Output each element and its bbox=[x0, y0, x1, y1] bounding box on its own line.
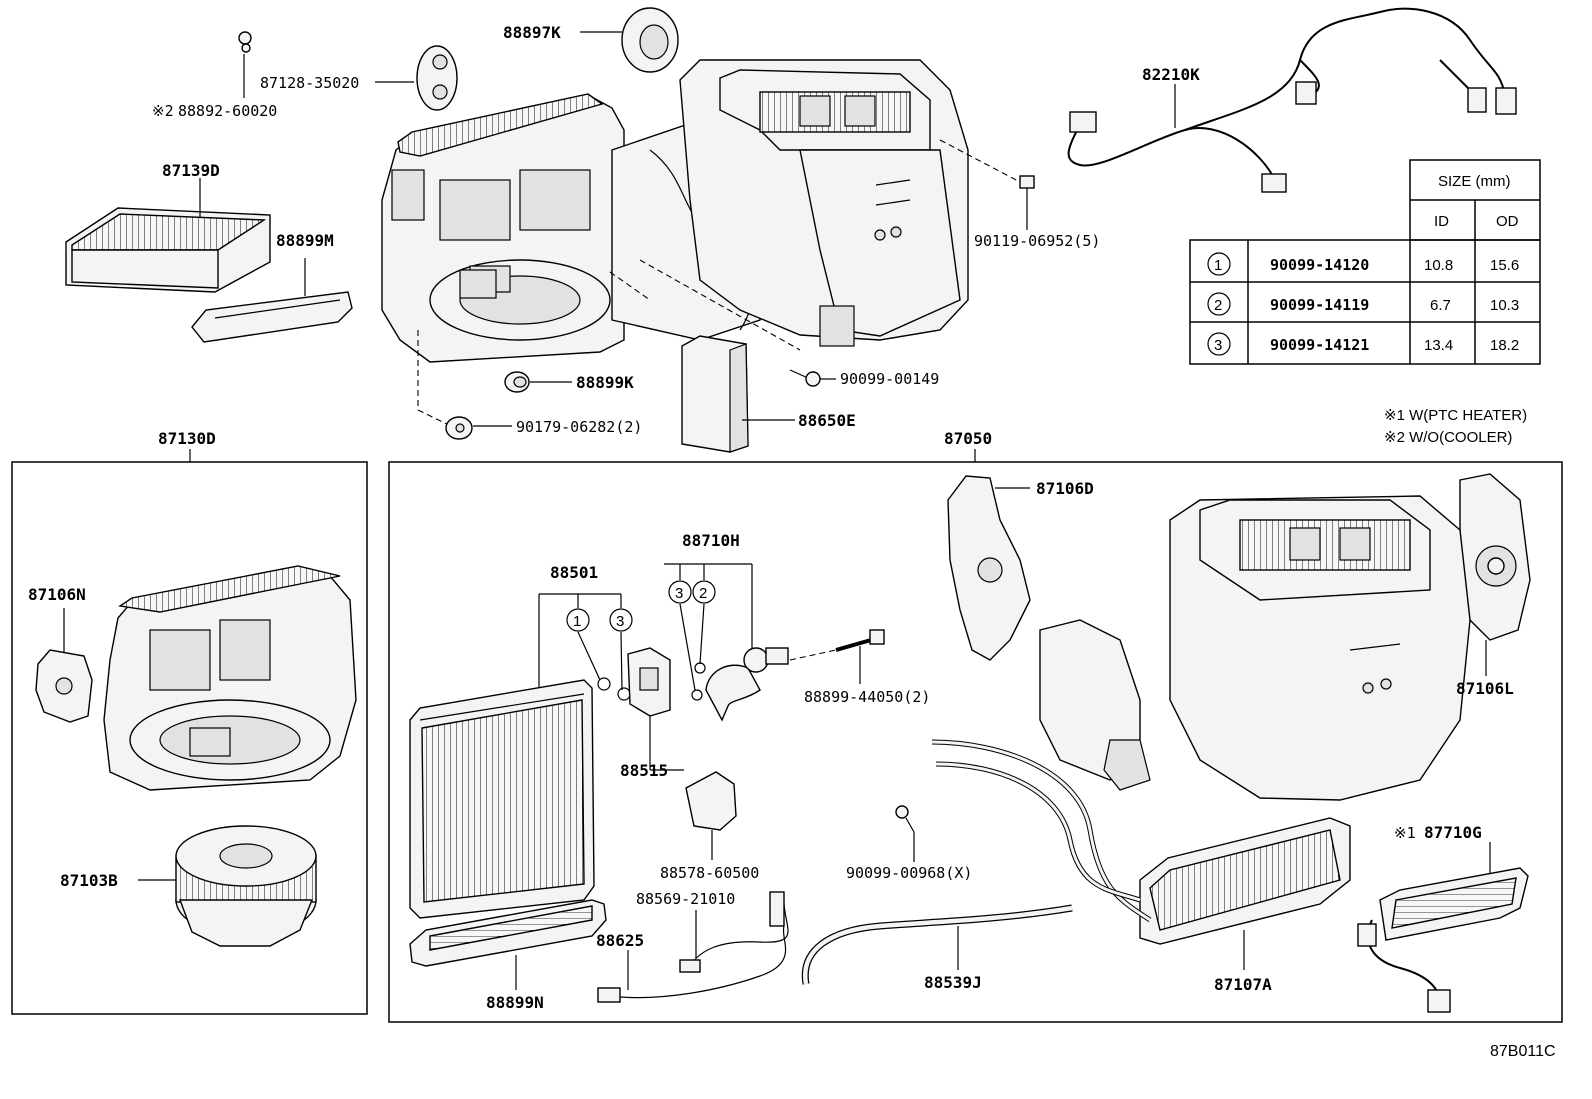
blower-motor-87103B bbox=[175, 825, 317, 947]
callout-circle-3-evap: 3 bbox=[609, 608, 633, 632]
label-90099-00149: 90099-00149 bbox=[840, 370, 939, 388]
label-88899M: 88899M bbox=[276, 231, 334, 250]
label-88625: 88625 bbox=[596, 931, 644, 950]
bolt-90119-06952 bbox=[1019, 175, 1035, 230]
svg-text:13.4: 13.4 bbox=[1424, 337, 1453, 354]
actuator-87106L bbox=[1459, 473, 1531, 641]
svg-text:90099-14119: 90099-14119 bbox=[1270, 296, 1369, 314]
label-87139D: 87139D bbox=[162, 161, 220, 180]
label-88569-21010: 88569-21010 bbox=[636, 890, 735, 908]
actuator-87106D bbox=[947, 475, 1031, 661]
svg-text:3: 3 bbox=[616, 613, 624, 630]
label-88897K: 88897K bbox=[503, 23, 561, 42]
svg-text:15.6: 15.6 bbox=[1490, 257, 1519, 274]
svg-text:90099-14120: 90099-14120 bbox=[1270, 256, 1369, 274]
table-title: SIZE (mm) bbox=[1438, 173, 1511, 190]
svg-text:10.8: 10.8 bbox=[1424, 257, 1453, 274]
svg-text:2: 2 bbox=[699, 585, 707, 602]
label-88578-60500: 88578-60500 bbox=[660, 864, 759, 882]
label-88899-44050: 88899-44050(2) bbox=[804, 688, 930, 706]
size-table: SIZE (mm) ID OD 1 90099-14120 10.8 15.6 … bbox=[1189, 159, 1541, 365]
table-header-od: OD bbox=[1496, 213, 1519, 230]
note-ptc-heater: ※1 W(PTC HEATER) bbox=[1384, 407, 1527, 424]
screw-90099-00149 bbox=[789, 369, 821, 387]
label-87107A: 87107A bbox=[1214, 975, 1272, 994]
label-90179-06282: 90179-06282(2) bbox=[516, 418, 642, 436]
heater-core-87107A bbox=[931, 739, 1351, 945]
label-88899K: 88899K bbox=[576, 373, 634, 392]
prefix-87710G: ※1 bbox=[1394, 824, 1416, 842]
grommet-87128-35020 bbox=[416, 45, 458, 111]
table-header-id: ID bbox=[1434, 213, 1449, 230]
svg-text:18.2: 18.2 bbox=[1490, 337, 1519, 354]
label-88539J: 88539J bbox=[924, 973, 982, 992]
label-88501: 88501 bbox=[550, 563, 598, 582]
ecu-88650E bbox=[681, 335, 749, 453]
prefix-88892-60020: ※2 bbox=[152, 102, 174, 120]
harness-82210K bbox=[1067, 7, 1517, 193]
label-88710H: 88710H bbox=[682, 531, 740, 550]
nut-90179-06282 bbox=[445, 416, 473, 440]
callout-circle-1-evap: 1 bbox=[566, 608, 590, 632]
label-87106D: 87106D bbox=[1036, 479, 1094, 498]
seal-88897K bbox=[621, 7, 679, 73]
pipe-88710H bbox=[705, 647, 789, 722]
cap-88899K bbox=[504, 371, 530, 393]
bolt-88899-44050 bbox=[835, 629, 885, 652]
bracket-88578-60500 bbox=[685, 771, 737, 831]
label-90119-06952: 90119-06952(5) bbox=[974, 232, 1100, 250]
svg-text:2: 2 bbox=[1214, 297, 1222, 314]
diagram-code: 87B011C bbox=[1490, 1043, 1556, 1060]
hose-88539J bbox=[801, 904, 1073, 985]
label-group-87130D: 87130D bbox=[158, 429, 216, 448]
label-87710G: 87710G bbox=[1424, 823, 1482, 842]
label-group-87050: 87050 bbox=[944, 429, 992, 448]
label-87106L: 87106L bbox=[1456, 679, 1514, 698]
svg-text:1: 1 bbox=[573, 613, 581, 630]
callout-circle-2-pipe: 2 bbox=[692, 580, 716, 604]
table-row: 3 90099-14121 13.4 18.2 bbox=[1207, 332, 1519, 356]
table-row: 2 90099-14119 6.7 10.3 bbox=[1207, 292, 1519, 316]
callout-circle-3-pipe: 3 bbox=[668, 580, 692, 604]
label-88899N: 88899N bbox=[486, 993, 544, 1012]
label-87128-35020: 87128-35020 bbox=[260, 74, 359, 92]
sensor-88569-21010 bbox=[679, 891, 789, 973]
valve-88515 bbox=[627, 647, 671, 717]
svg-text:90099-14121: 90099-14121 bbox=[1270, 336, 1369, 354]
note-without-cooler: ※2 W/O(COOLER) bbox=[1384, 429, 1512, 446]
table-row: 1 90099-14120 10.8 15.6 bbox=[1207, 252, 1519, 276]
svg-text:3: 3 bbox=[675, 585, 683, 602]
svg-text:10.3: 10.3 bbox=[1490, 297, 1519, 314]
svg-text:1: 1 bbox=[1214, 257, 1222, 274]
cover-88899M bbox=[191, 258, 353, 343]
label-87106N: 87106N bbox=[28, 585, 86, 604]
label-88650E: 88650E bbox=[798, 411, 856, 430]
sensor-88625 bbox=[597, 925, 787, 1003]
label-82210K: 82210K bbox=[1142, 65, 1200, 84]
filter-87139D bbox=[65, 178, 271, 293]
cover-88899N bbox=[409, 899, 607, 967]
hvac-assembly-top bbox=[381, 59, 969, 363]
label-88892-60020: 88892-60020 bbox=[178, 102, 277, 120]
ptc-heater-87710G bbox=[1357, 867, 1529, 1013]
actuator-87106N bbox=[35, 649, 93, 723]
screw-90099-00968 bbox=[895, 805, 915, 833]
heater-case-87050 bbox=[1039, 495, 1471, 801]
label-87103B: 87103B bbox=[60, 871, 118, 890]
svg-text:6.7: 6.7 bbox=[1430, 297, 1451, 314]
svg-text:3: 3 bbox=[1214, 337, 1222, 354]
label-88515: 88515 bbox=[620, 761, 668, 780]
label-90099-00968: 90099-00968(X) bbox=[846, 864, 972, 882]
blower-assembly-87130D bbox=[103, 565, 357, 791]
clip-88892-60020 bbox=[238, 31, 252, 98]
evaporator-88501 bbox=[409, 679, 595, 919]
